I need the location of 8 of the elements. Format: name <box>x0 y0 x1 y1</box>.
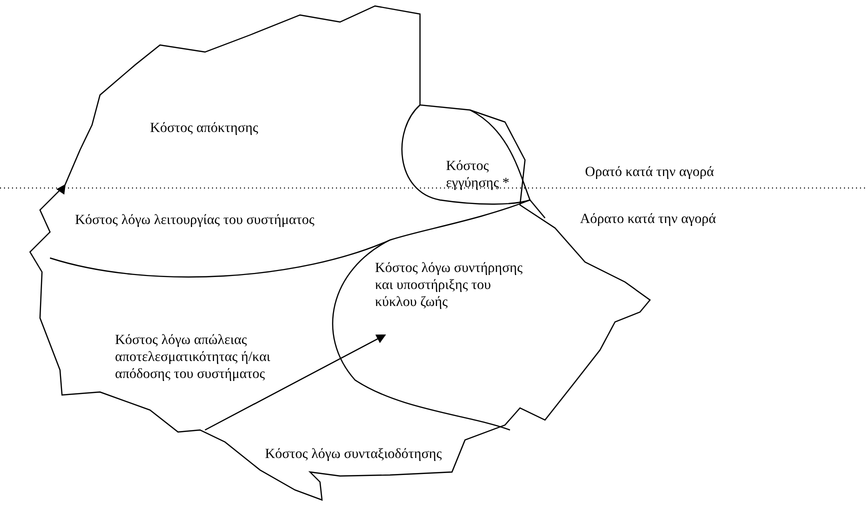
region-label: Κόστος λόγω λειτουργίας του συστήματος <box>75 213 314 228</box>
region-label: Κόστος λόγω συντήρησης και υποστήριξης του κύκλου ζωής <box>375 261 522 310</box>
region-label: Κόστος απόκτησης <box>150 121 258 136</box>
region-label: Κόστος λόγω συνταξιοδότησης <box>265 447 442 462</box>
region-label: Κόστος λόγω απώλειας αποτελεσματικότητας ή/και απόδοσης του συστήματος <box>115 333 270 382</box>
zone-label: Ορατό κατά την αγορά <box>585 165 714 181</box>
zone-label: Αόρατο κατά την αγορά <box>580 212 716 228</box>
region-label: Κόστος εγγύησης * <box>446 159 510 191</box>
